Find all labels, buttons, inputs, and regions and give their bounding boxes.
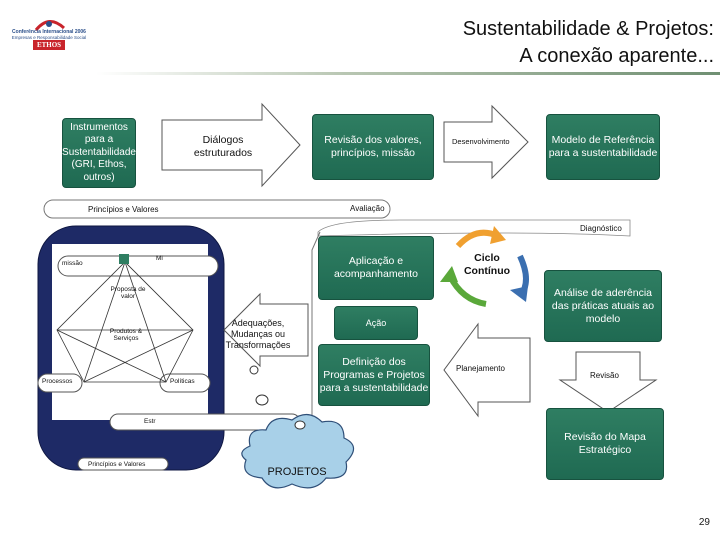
avaliacao-label: Avaliação [350,204,385,213]
definicao-box: Definição dos Programas e Projetos para … [318,344,430,406]
adequacoes-arrow-shape [223,292,309,368]
projetos-label: PROJETOS [267,466,327,478]
processos-label: Processos [42,378,73,385]
adequacoes-label: Adequações, Mudanças ou Transformações [225,318,291,350]
title-line-2: A conexão aparente... [519,45,714,67]
principios-bottom-label: Princípios e Valores [88,461,146,468]
estr-label: Estr [144,418,156,425]
politicas-label: Políticas [170,378,195,385]
planejamento-arrow-shape [443,322,531,418]
page-number: 29 [698,517,710,528]
diagnostico-strip [317,219,631,237]
thought-bubble-large [294,420,306,430]
desenvolvimento-label: Desenvolvimento [452,137,510,146]
strategy-web-lines [56,261,194,383]
ethos-logo: Conferência Internacional 2006 Empresas … [6,18,92,70]
missao-node [119,254,129,264]
processos-bar [37,373,83,393]
dialogos-label: Diálogos estruturados [193,134,253,159]
modelo-box: Modelo de Referência para a sustentabili… [546,114,660,180]
title-line-1: Sustentabilidade & Projetos: [462,18,714,40]
aplicacao-box: Aplicação e acompanhamento [318,236,434,300]
revisao-valores-box: Revisão dos valores, princípios, missão [312,114,434,180]
missao-bar [57,255,219,277]
analise-box: Análise de aderência das práticas atuais… [544,270,662,342]
header-divider [96,72,720,75]
logo-swoosh [34,20,66,31]
principios-bottom-bar [77,457,169,471]
acao-box: Ação [334,306,418,340]
missao-label: missão [62,260,83,267]
revisao-label: Revisão [590,371,619,380]
desenvolvimento-arrow-shape [443,104,529,180]
principios-top-label: Princípios e Valores [88,205,159,214]
thought-bubble-small [249,365,259,375]
mi-label: Mi [156,255,163,262]
produtos-label: Produtos & Serviços [109,328,143,342]
diagnostico-label: Diagnóstico [580,224,622,233]
logo-conference-line: Conferência Internacional 2006 [12,29,86,35]
politicas-bar [159,373,211,393]
planejamento-label: Planejamento [456,364,505,373]
thought-bubble-medium [255,394,269,406]
ciclo-label: Ciclo Contínuo [463,252,511,277]
projetos-cloud [241,413,355,489]
instrumentos-box: Instrumentos para a Sustentabilidade (GR… [62,118,136,188]
logo-subtitle-line: Empresas e Responsabilidade Social [11,35,87,40]
page-title: Sustentabilidade & Projetos: A conexão a… [463,16,714,70]
principios-strip [43,199,391,219]
proposta-label: Proposta de valor [110,286,146,300]
logo-brand: ETHOS [33,40,65,50]
dialogos-arrow-shape [161,102,301,188]
revisao-mapa-box: Revisão do Mapa Estratégico [546,408,664,480]
revisao-arrow-shape [558,351,658,413]
connector-line [311,231,321,440]
